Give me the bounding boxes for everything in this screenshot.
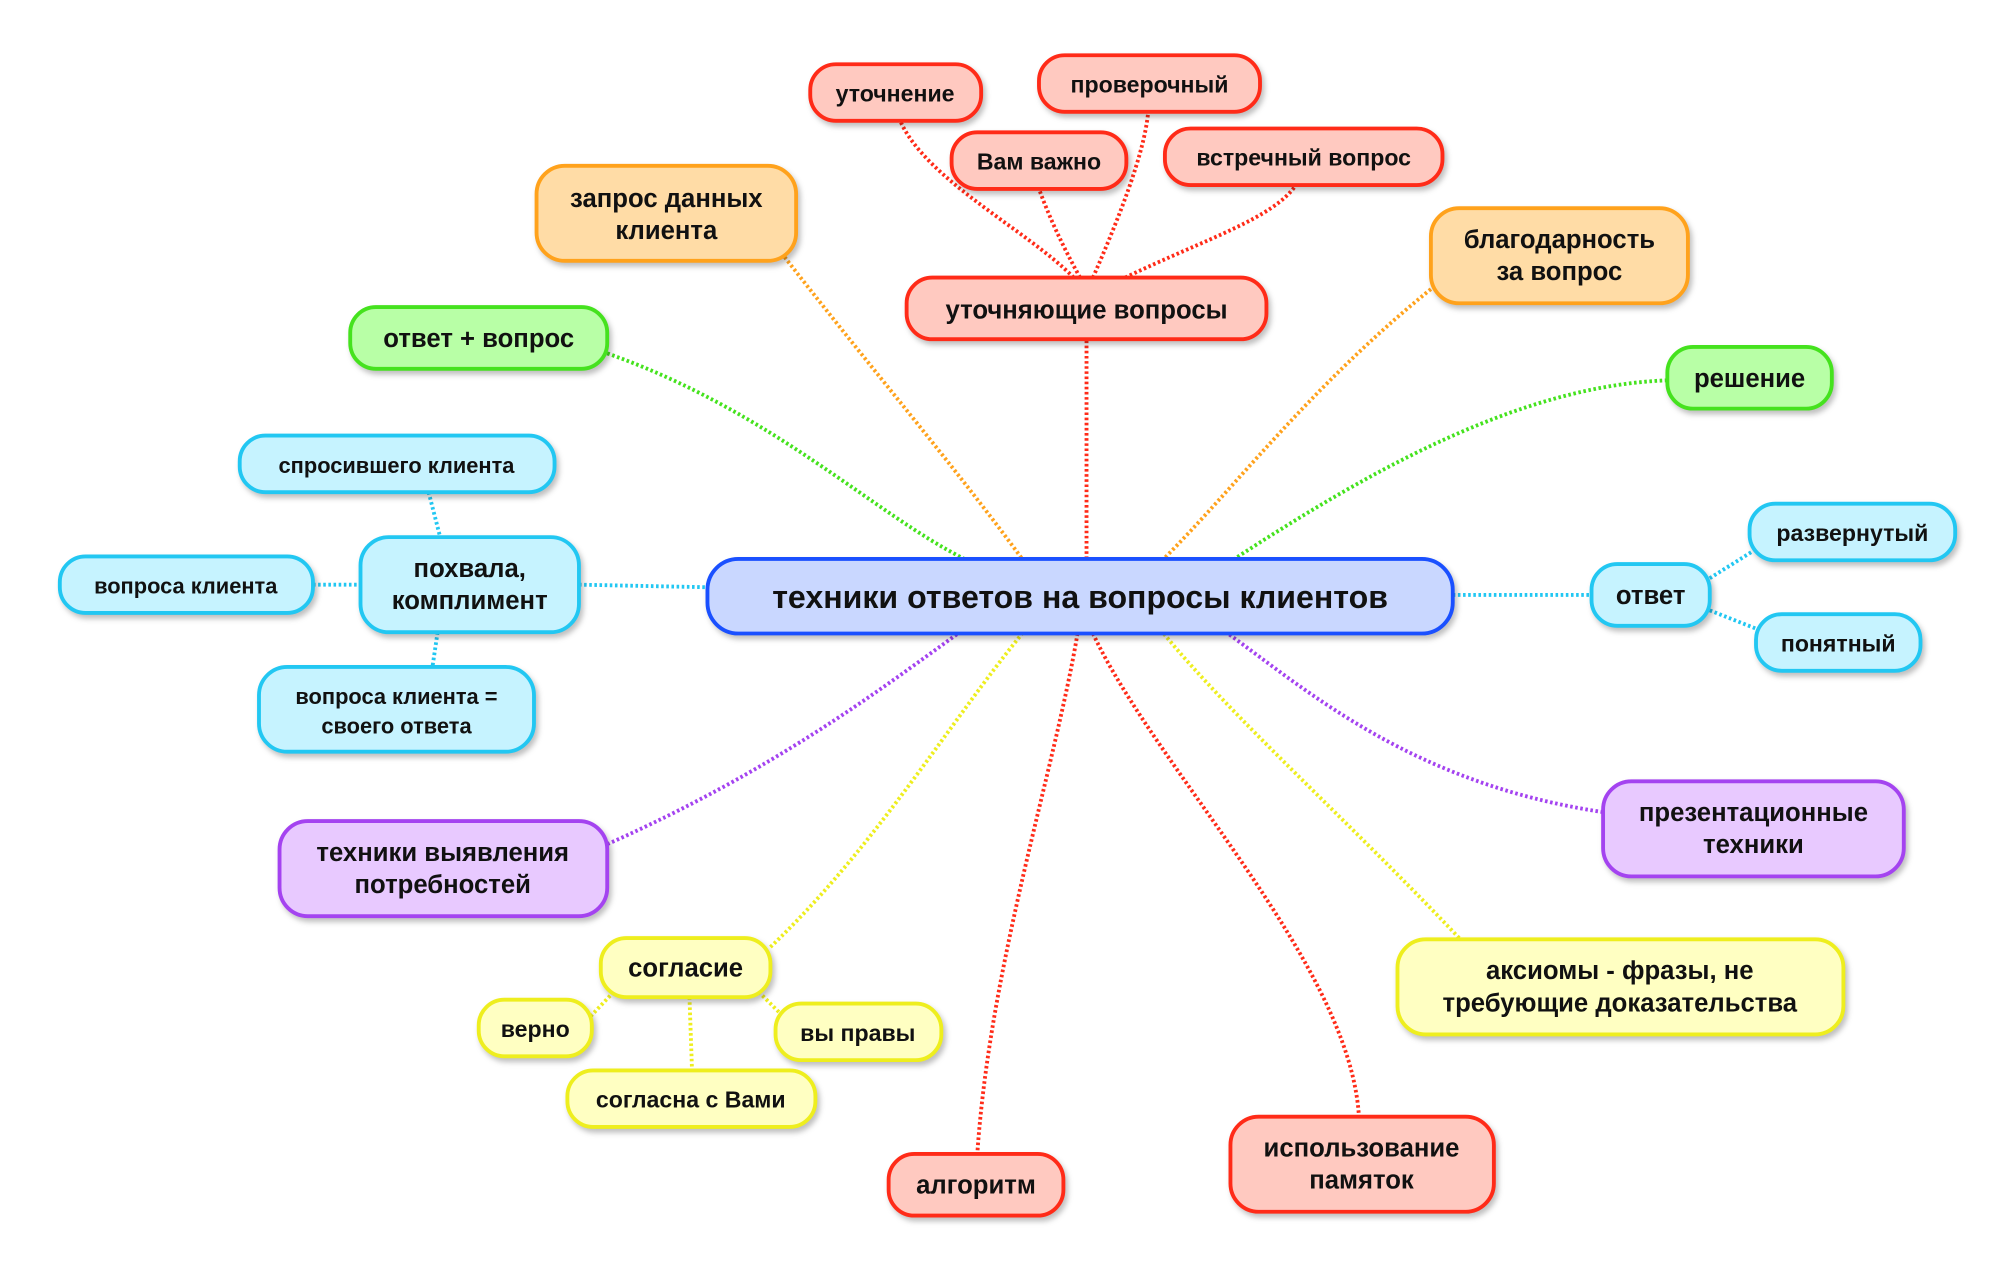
node-gratitude[interactable]: благодарность за вопрос bbox=[1428, 206, 1690, 306]
svg-text:верно: верно bbox=[501, 1016, 570, 1042]
edge-answer-detailed bbox=[1708, 548, 1756, 580]
node-praise-own-answer[interactable]: вопроса клиента = своего ответа bbox=[257, 664, 536, 754]
node-important[interactable]: Вам важно bbox=[949, 130, 1129, 191]
node-clarifying-questions[interactable]: уточняющие вопросы bbox=[904, 275, 1269, 342]
svg-text:памяток: памяток bbox=[1309, 1167, 1414, 1195]
node-agree-you-right[interactable]: вы правы bbox=[773, 1001, 944, 1063]
edge-presentation bbox=[1226, 631, 1604, 815]
edge-agree-you-right bbox=[757, 990, 784, 1017]
svg-text:понятный: понятный bbox=[1781, 630, 1896, 656]
node-axioms[interactable]: аксиомы - фразы, не требующие доказатель… bbox=[1395, 937, 1846, 1037]
node-memos[interactable]: использование памяток bbox=[1228, 1114, 1496, 1214]
node-praise[interactable]: похвала, комплимент bbox=[358, 535, 581, 635]
svg-text:потребностей: потребностей bbox=[355, 871, 531, 899]
svg-text:ответ + вопрос: ответ + вопрос bbox=[383, 325, 574, 353]
node-praise-question[interactable]: вопроса клиента bbox=[57, 554, 315, 615]
node-answer-clear[interactable]: понятный bbox=[1754, 612, 1923, 673]
node-request-data[interactable]: запрос данных клиента bbox=[534, 163, 799, 263]
svg-text:встречный вопрос: встречный вопрос bbox=[1196, 145, 1411, 171]
edge-agree-right bbox=[587, 990, 616, 1020]
svg-text:уточнение: уточнение bbox=[836, 81, 955, 107]
node-algorithm[interactable]: алгоритм bbox=[886, 1151, 1066, 1218]
node-praise-asker[interactable]: спросившего клиента bbox=[237, 433, 557, 495]
node-clarification[interactable]: уточнение bbox=[808, 62, 984, 123]
node-needs[interactable]: техники выявления потребностей bbox=[277, 819, 610, 919]
edge-axioms bbox=[1162, 632, 1461, 940]
svg-text:своего ответа: своего ответа bbox=[321, 714, 472, 739]
edge-counter bbox=[1124, 183, 1298, 280]
edge-solution bbox=[1233, 378, 1668, 561]
edges bbox=[312, 111, 1760, 1155]
svg-text:алгоритм: алгоритм bbox=[916, 1172, 1036, 1200]
edge-memos bbox=[1091, 632, 1361, 1117]
node-answer-detailed[interactable]: развернутый bbox=[1747, 501, 1958, 563]
node-answer[interactable]: ответ bbox=[1589, 562, 1712, 628]
svg-text:согласна с Вами: согласна с Вами bbox=[596, 1087, 786, 1113]
svg-text:аксиомы - фразы, не: аксиомы - фразы, не bbox=[1486, 957, 1754, 985]
svg-text:похвала,: похвала, bbox=[414, 555, 526, 583]
svg-text:клиента: клиента bbox=[615, 217, 718, 245]
node-agreement[interactable]: согласие bbox=[598, 936, 773, 1000]
svg-text:вопроса клиента =: вопроса клиента = bbox=[295, 684, 497, 709]
node-presentation[interactable]: презентационные техники bbox=[1601, 779, 1906, 879]
edge-request-data bbox=[783, 255, 1024, 561]
svg-text:вопроса клиента: вопроса клиента bbox=[94, 574, 278, 599]
node-agree-right[interactable]: верно bbox=[476, 997, 594, 1059]
svg-text:проверочный: проверочный bbox=[1071, 72, 1229, 98]
svg-text:спросившего клиента: спросившего клиента bbox=[279, 453, 516, 478]
svg-text:ответ: ответ bbox=[1616, 582, 1686, 610]
node-agree-with-you[interactable]: согласна с Вами bbox=[565, 1068, 818, 1129]
node-center[interactable]: техники ответов на вопросы клиентов bbox=[705, 557, 1455, 636]
node-solution[interactable]: решение bbox=[1665, 345, 1834, 411]
svg-text:комплимент: комплимент bbox=[392, 587, 548, 615]
node-counter-question[interactable]: встречный вопрос bbox=[1162, 126, 1445, 187]
edge-praise bbox=[578, 582, 708, 590]
edge-answer-question bbox=[606, 351, 966, 561]
edge-important bbox=[1037, 188, 1082, 279]
svg-text:техники ответов на вопросы кли: техники ответов на вопросы клиентов bbox=[772, 579, 1388, 615]
edge-agree-with-you bbox=[687, 997, 694, 1071]
svg-text:использование: использование bbox=[1264, 1134, 1460, 1162]
edge-clarification bbox=[898, 120, 1076, 279]
svg-text:техники: техники bbox=[1703, 831, 1804, 859]
edge-agreement bbox=[769, 632, 1024, 949]
svg-text:техники выявления: техники выявления bbox=[316, 839, 569, 867]
svg-text:Вам важно: Вам важно bbox=[977, 149, 1101, 175]
svg-text:презентационные: презентационные bbox=[1639, 799, 1868, 827]
svg-text:уточняющие вопросы: уточняющие вопросы bbox=[945, 297, 1227, 325]
svg-text:вы правы: вы правы bbox=[800, 1020, 915, 1046]
node-answer-question[interactable]: ответ + вопрос bbox=[348, 305, 610, 371]
svg-text:за вопрос: за вопрос bbox=[1496, 258, 1622, 286]
svg-text:решение: решение bbox=[1694, 365, 1805, 393]
edge-needs bbox=[606, 631, 960, 847]
node-check[interactable]: проверочный bbox=[1037, 53, 1262, 114]
edge-answer-clear bbox=[1709, 608, 1760, 632]
svg-text:согласие: согласие bbox=[628, 955, 743, 983]
svg-text:запрос данных: запрос данных bbox=[570, 185, 763, 213]
edge-praise-asker bbox=[426, 491, 443, 538]
svg-text:благодарность: благодарность bbox=[1464, 226, 1655, 254]
svg-text:требующие доказательства: требующие доказательства bbox=[1442, 989, 1797, 1017]
edge-algorithm bbox=[975, 633, 1080, 1155]
svg-text:развернутый: развернутый bbox=[1776, 520, 1928, 546]
edge-praise-own bbox=[430, 631, 440, 668]
